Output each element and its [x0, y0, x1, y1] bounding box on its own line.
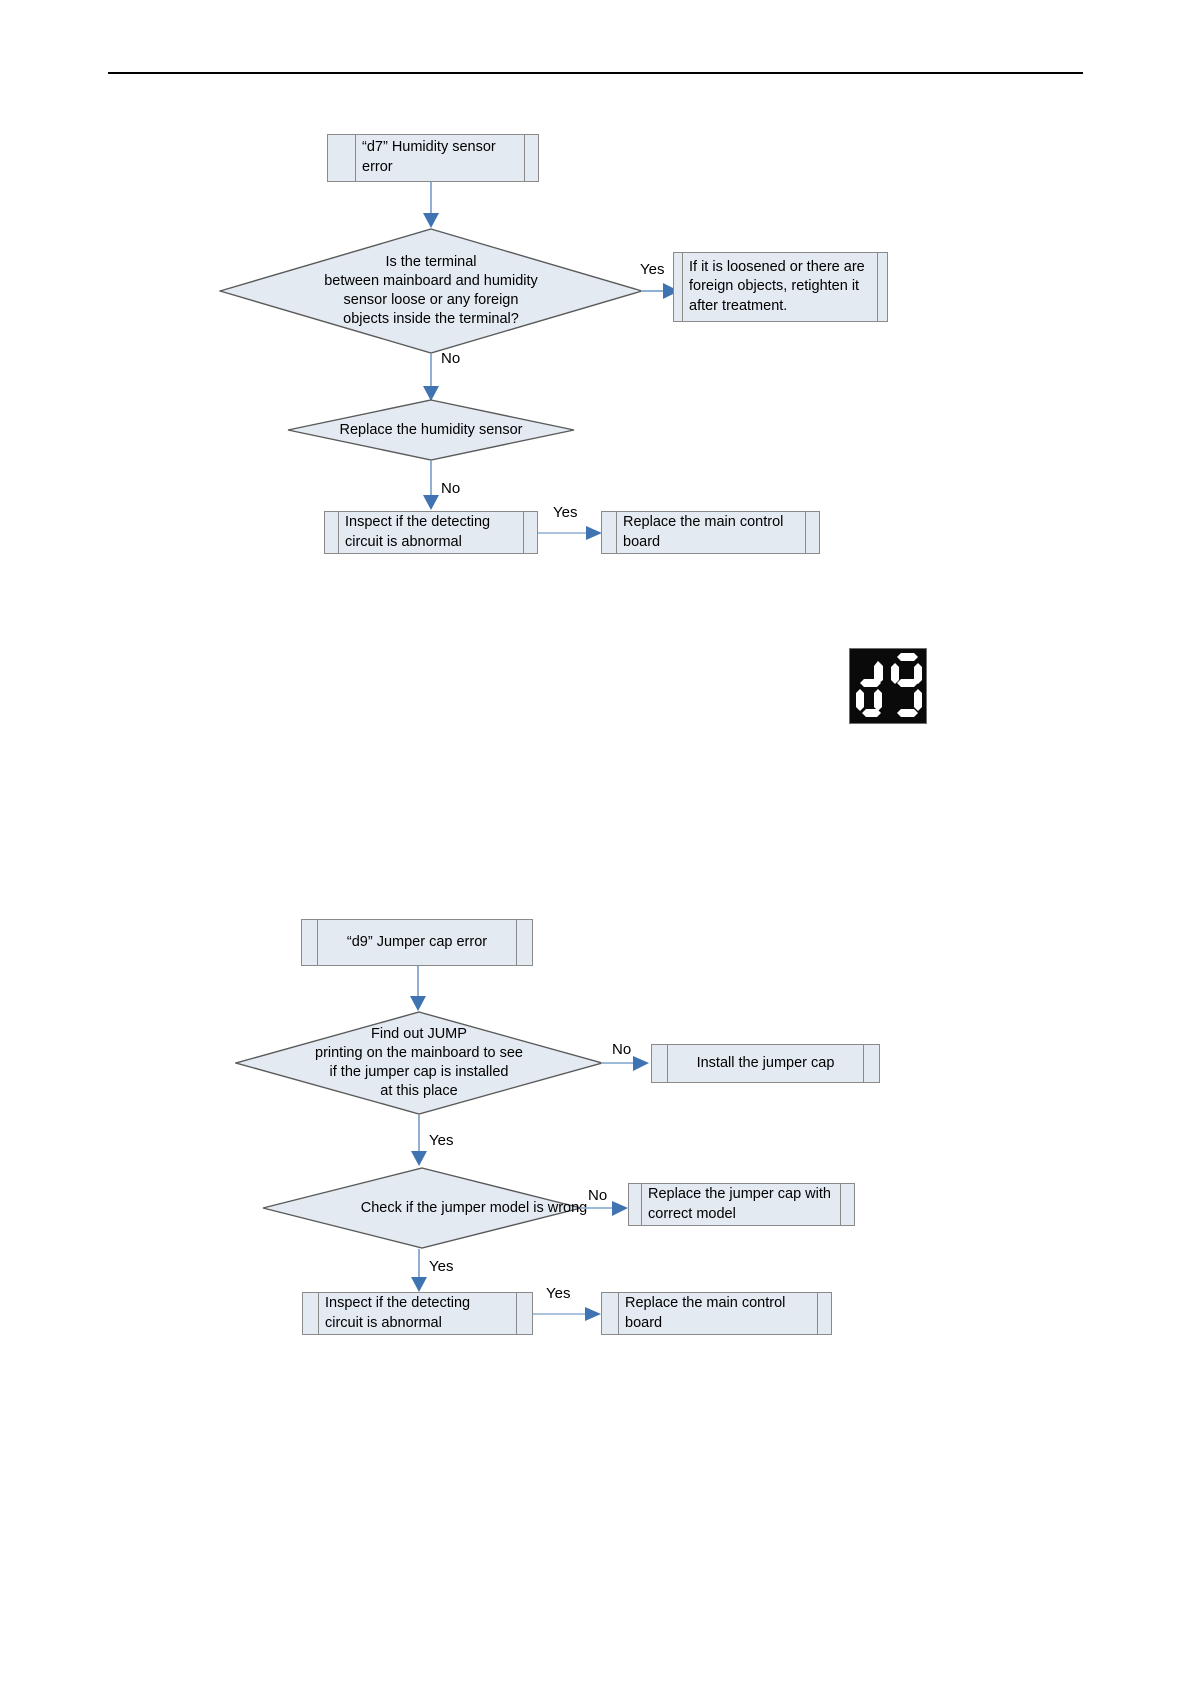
- flowchart2-edge-decision1-to-decision2: [403, 1115, 443, 1171]
- flowchart1-edge-decision1-to-action1: [641, 276, 681, 306]
- box-left-gutter: [302, 920, 318, 965]
- flowchart1-action3-label: Replace the main control board: [623, 513, 784, 550]
- led-digits: [856, 653, 922, 717]
- box-left-gutter: [629, 1184, 642, 1225]
- box-right-gutter: [516, 920, 532, 965]
- box-right-gutter: [523, 512, 537, 553]
- flowchart1-action3-box: Replace the main control board: [601, 511, 820, 554]
- box-right-gutter: [524, 135, 538, 181]
- flowchart2-start-label: “d9” Jumper cap error: [346, 933, 488, 950]
- flowchart2-action3-box: Inspect if the detecting circuit is abno…: [302, 1292, 533, 1335]
- flowchart2-edge-label-yes-3: Yes: [546, 1285, 571, 1302]
- flowchart2-action2-label: Replace the jumper cap with correct mode…: [648, 1185, 831, 1222]
- flowchart2-edge-label-yes-1: Yes: [429, 1132, 454, 1149]
- flowchart2-edge-decision1-to-action1: [601, 1048, 651, 1078]
- flowchart2-start-box: “d9” Jumper cap error: [301, 919, 533, 966]
- box-left-gutter: [328, 135, 356, 181]
- flowchart1-start-box: “d7” Humidity sensor error: [327, 134, 539, 182]
- flowchart1-start-label: “d7” Humidity sensor error: [362, 139, 496, 175]
- flowchart1-edge-label-no-2: No: [441, 480, 461, 497]
- flowchart2-edge-action3-to-action4: [533, 1299, 603, 1329]
- flowchart2-decision1: Find out JUMP printing on the mainboard …: [235, 1011, 603, 1115]
- flowchart2-action3-label: Inspect if the detecting circuit is abno…: [325, 1294, 471, 1331]
- flowchart2-edge-decision2-to-action3: [403, 1249, 443, 1295]
- box-left-gutter: [602, 512, 617, 553]
- box-left-gutter: [303, 1293, 319, 1334]
- flowchart1-action2-box: Inspect if the detecting circuit is abno…: [324, 511, 538, 554]
- flowchart1-edge-label-yes-2: Yes: [553, 504, 578, 521]
- flowchart1-edge-start-to-decision1: [415, 182, 455, 230]
- flowchart2-decision2: Check if the jumper model is wrong: [262, 1167, 587, 1249]
- box-left-gutter: [652, 1045, 668, 1082]
- led-digit-9: [891, 653, 922, 717]
- box-right-gutter: [805, 512, 819, 553]
- box-left-gutter: [674, 253, 683, 321]
- box-right-gutter: [877, 253, 887, 321]
- flowchart2-action2-box: Replace the jumper cap with correct mode…: [628, 1183, 855, 1226]
- box-right-gutter: [840, 1184, 854, 1225]
- flowchart2-edge-label-yes-2: Yes: [429, 1258, 454, 1275]
- flowchart2-action1-label: Install the jumper cap: [696, 1054, 835, 1071]
- flowchart2-edge-start-to-decision1: [402, 966, 442, 1014]
- flowchart1-decision1: Is the terminal between mainboard and hu…: [219, 228, 643, 354]
- page-header-rule: [108, 72, 1083, 74]
- box-right-gutter: [863, 1045, 879, 1082]
- flowchart1-edge-decision1-to-decision2: [415, 354, 455, 404]
- flowchart1-edge-label-no-1: No: [441, 350, 461, 367]
- flowchart1-action1-label: If it is loosened or there are foreign o…: [689, 258, 865, 314]
- flowchart2-action4-label: Replace the main control board: [625, 1294, 786, 1331]
- flowchart1-edge-decision2-to-action2: [415, 461, 455, 513]
- box-left-gutter: [325, 512, 339, 553]
- seven-segment-display: [849, 648, 927, 724]
- box-right-gutter: [516, 1293, 532, 1334]
- flowchart1-decision2: Replace the humidity sensor: [287, 399, 575, 461]
- led-digit-d: [856, 661, 883, 717]
- flowchart1-edge-action2-to-action3: [538, 518, 604, 548]
- flowchart2-edge-label-no-2: No: [588, 1187, 608, 1204]
- box-left-gutter: [602, 1293, 619, 1334]
- flowchart2-edge-label-no-1: No: [612, 1041, 632, 1058]
- flowchart2-edge-decision2-to-action2: [580, 1193, 630, 1223]
- flowchart1-action2-label: Inspect if the detecting circuit is abno…: [345, 513, 491, 550]
- flowchart2-action4-box: Replace the main control board: [601, 1292, 832, 1335]
- box-right-gutter: [817, 1293, 831, 1334]
- flowchart1-action1-box: If it is loosened or there are foreign o…: [673, 252, 888, 322]
- flowchart1-edge-label-yes-1: Yes: [640, 261, 665, 278]
- flowchart2-action1-box: Install the jumper cap: [651, 1044, 880, 1083]
